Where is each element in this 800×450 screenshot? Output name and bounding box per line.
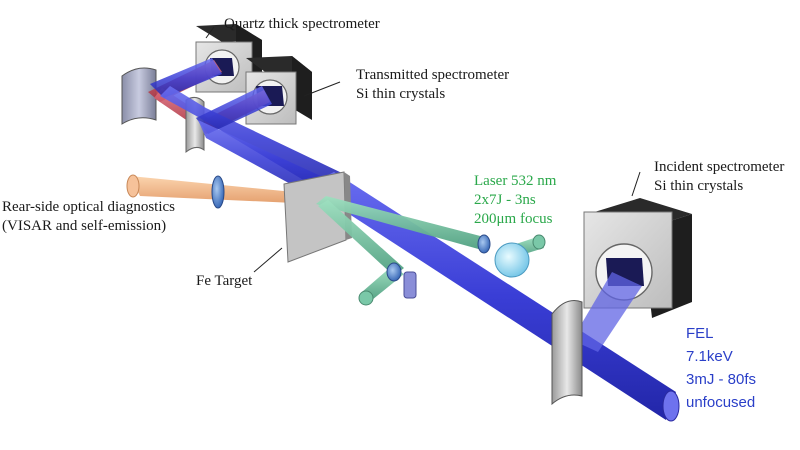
fel-label: FEL 7.1keV 3mJ - 80fs unfocused (686, 322, 756, 414)
fe-target-label: Fe Target (196, 273, 253, 289)
rear-diagnostics-label: Rear-side optical diagnostics (VISAR and… (2, 198, 175, 236)
transmitted-label-line1: Transmitted spectrometer (356, 67, 510, 83)
fel-label-line2: 7.1keV (686, 348, 733, 365)
incident-spectrometer (572, 198, 692, 352)
leader-lines (205, 26, 641, 273)
incident-spectrometer-label: Incident spectrometer Si thin crystals (654, 158, 784, 196)
laser-label-line2: 2x7J - 3ns (474, 192, 536, 208)
transmitted-spectrometer-label: Transmitted spectrometer Si thin crystal… (356, 66, 509, 104)
quartz-spectrometer-label: Quartz thick spectrometer (224, 16, 380, 32)
incident-label-line2: Si thin crystals (654, 178, 744, 194)
laser-label-line1: Laser 532 nm (474, 173, 557, 189)
laser-label: Laser 532 nm 2x7J - 3ns 200μm focus (474, 172, 556, 229)
laser-label-line3: 200μm focus (474, 211, 553, 227)
curved-crystal-left (121, 67, 157, 125)
fel-beam (150, 58, 680, 422)
rear-label-line2: (VISAR and self-emission) (2, 218, 167, 234)
fel-label-line1: FEL (686, 325, 714, 342)
transmitted-label-line2: Si thin crystals (356, 86, 446, 102)
optical-beam (126, 174, 316, 209)
incident-label-line1: Incident spectrometer (654, 159, 785, 175)
curved-mirror-right (551, 300, 583, 406)
fel-label-line4: unfocused (686, 394, 756, 411)
rear-label-line1: Rear-side optical diagnostics (2, 199, 175, 215)
fel-label-line3: 3mJ - 80fs (686, 371, 757, 388)
laser-beams (316, 196, 546, 306)
